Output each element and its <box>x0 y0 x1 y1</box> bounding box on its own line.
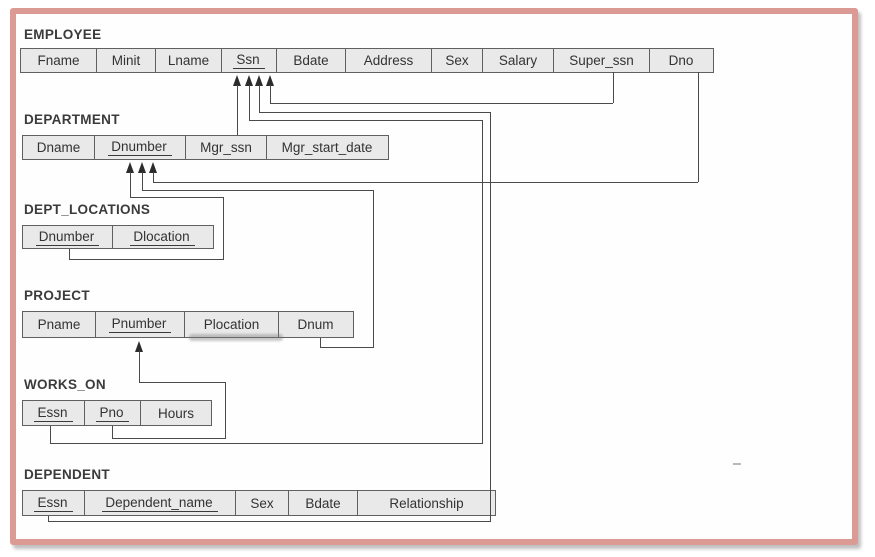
column-cell: Bdate <box>276 48 346 73</box>
column-cell: Address <box>344 48 433 73</box>
line-segment <box>259 112 490 114</box>
line-segment <box>270 85 272 103</box>
arrow-up-icon <box>244 75 253 86</box>
table-name-dept-locations: DEPT_LOCATIONS <box>24 202 151 217</box>
column-cell-primary-key: Dnumber <box>22 225 113 249</box>
line-segment <box>698 72 700 182</box>
table-name-works-on: WORKS_ON <box>24 377 106 392</box>
table-row-dependent: Essn Dependent_name Sex Bdate Relationsh… <box>22 490 496 516</box>
column-cell: Super_ssn <box>553 48 650 73</box>
line-segment <box>223 197 225 259</box>
line-segment <box>69 249 71 259</box>
figure-frame <box>10 8 858 545</box>
column-cell: Dno <box>648 48 714 73</box>
column-cell-primary-key: Dependent_name <box>83 490 237 516</box>
line-segment <box>139 382 225 384</box>
line-segment <box>130 197 223 199</box>
arrow-up-icon <box>254 75 263 86</box>
line-segment <box>142 172 144 190</box>
column-cell: Mgr_start_date <box>265 135 389 160</box>
table-row-employee: Fname Minit Lname Ssn Bdate Address Sex … <box>20 48 714 73</box>
column-cell: Mgr_ssn <box>185 135 267 160</box>
table-name-department: DEPARTMENT <box>24 112 120 127</box>
arrow-up-icon <box>137 162 146 173</box>
line-segment <box>249 120 482 122</box>
line-segment <box>112 426 114 438</box>
scan-dash-artifact <box>733 463 741 465</box>
line-segment <box>373 190 375 347</box>
line-segment <box>69 259 224 261</box>
table-row-department: Dname Dnumber Mgr_ssn Mgr_start_date <box>22 135 389 160</box>
column-cell: Minit <box>95 48 157 73</box>
column-cell-primary-key: Pnumber <box>94 311 186 338</box>
line-segment <box>249 85 251 120</box>
column-cell-primary-key: Essn <box>22 400 85 426</box>
line-segment <box>259 85 261 112</box>
line-segment <box>139 351 141 382</box>
column-cell-primary-key: Dlocation <box>111 225 214 249</box>
line-segment <box>50 443 483 445</box>
table-name-project: PROJECT <box>24 288 90 303</box>
column-cell-primary-key: Essn <box>22 490 85 516</box>
line-segment <box>237 85 239 135</box>
column-cell: Lname <box>155 48 222 73</box>
line-segment <box>320 347 374 349</box>
line-segment <box>48 516 50 521</box>
column-cell: Plocation <box>184 311 279 338</box>
line-segment <box>613 72 615 103</box>
column-cell: Dname <box>22 135 95 160</box>
arrow-up-icon <box>148 162 157 173</box>
line-segment <box>153 182 698 184</box>
column-cell: Sex <box>235 490 289 516</box>
column-cell-primary-key: Pno <box>83 400 142 426</box>
column-cell: Fname <box>20 48 97 73</box>
scan-smudge-artifact <box>189 334 283 341</box>
table-row-dept-locations: Dnumber Dlocation <box>22 225 214 249</box>
arrow-up-icon <box>134 341 143 352</box>
column-cell-primary-key: Dnumber <box>93 135 187 160</box>
line-segment <box>112 438 226 440</box>
line-segment <box>270 103 613 105</box>
line-segment <box>225 382 227 438</box>
line-segment <box>142 190 373 192</box>
column-cell: Bdate <box>287 490 359 516</box>
line-segment <box>48 521 491 523</box>
line-segment <box>130 172 132 197</box>
column-cell: Hours <box>140 400 212 426</box>
table-row-project: Pname Pnumber Plocation Dnum <box>22 311 354 338</box>
line-segment <box>482 120 484 444</box>
table-row-works-on: Essn Pno Hours <box>22 400 212 426</box>
line-segment <box>490 112 492 522</box>
column-cell: Dnum <box>277 311 354 338</box>
line-segment <box>50 426 52 443</box>
column-cell: Salary <box>481 48 555 73</box>
arrow-up-icon <box>232 75 241 86</box>
table-name-employee: EMPLOYEE <box>24 27 102 42</box>
arrow-up-icon <box>265 75 274 86</box>
table-name-dependent: DEPENDENT <box>24 467 110 482</box>
line-segment <box>153 172 155 182</box>
arrow-up-icon <box>125 162 134 173</box>
column-cell-primary-key: Ssn <box>220 48 278 73</box>
column-cell: Sex <box>431 48 483 73</box>
line-segment <box>320 338 322 347</box>
column-cell: Pname <box>22 311 96 338</box>
column-cell: Relationship <box>357 490 496 516</box>
